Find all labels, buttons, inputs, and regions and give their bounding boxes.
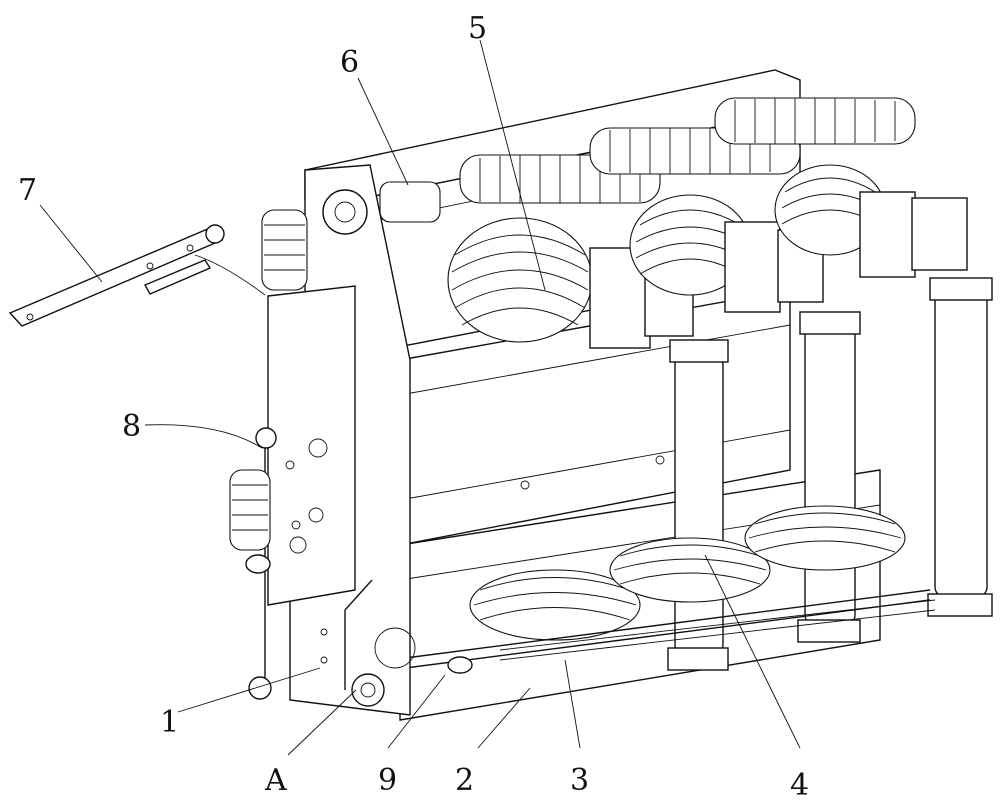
coil-3 xyxy=(774,164,968,278)
label-9: 9 xyxy=(378,763,397,798)
label-2: 2 xyxy=(455,763,474,798)
leader-9 xyxy=(387,674,446,749)
upper-insulator-row xyxy=(379,97,916,223)
lower-insulator-1 xyxy=(469,569,641,641)
label-A: A xyxy=(264,763,287,798)
leader-6 xyxy=(357,77,409,186)
fuse-2 xyxy=(797,311,861,643)
label-5: 5 xyxy=(468,11,487,46)
gear-mechanism xyxy=(344,579,416,707)
lower-insulator-2 xyxy=(609,537,771,603)
drive-shaft xyxy=(389,589,936,674)
upper-insulator-3 xyxy=(714,97,916,145)
leader-7 xyxy=(39,204,103,283)
label-6: 6 xyxy=(340,45,359,80)
operating-panel xyxy=(267,285,356,606)
operating-lever xyxy=(245,427,277,700)
fuse-3 xyxy=(927,277,993,617)
leader-A xyxy=(287,689,357,756)
leader-3 xyxy=(564,659,581,749)
coil-1 xyxy=(447,217,694,349)
lower-insulator-3 xyxy=(744,505,906,571)
leader-4 xyxy=(704,554,801,749)
coil-group xyxy=(447,164,968,349)
extended-arm xyxy=(8,224,225,327)
label-3: 3 xyxy=(570,763,589,798)
label-4: 4 xyxy=(790,768,809,803)
label-1: 1 xyxy=(160,705,179,740)
leader-2 xyxy=(477,687,531,749)
callout-labels: 1 2 3 4 5 6 7 8 9 A xyxy=(18,11,809,803)
lower-insulator-row xyxy=(389,505,936,674)
leader-5 xyxy=(479,39,546,291)
leader-lines xyxy=(39,39,801,756)
label-8: 8 xyxy=(122,409,141,444)
leader-8 xyxy=(144,424,263,449)
label-7: 7 xyxy=(18,173,37,208)
leader-1 xyxy=(177,667,321,713)
left-insulators xyxy=(194,209,308,551)
